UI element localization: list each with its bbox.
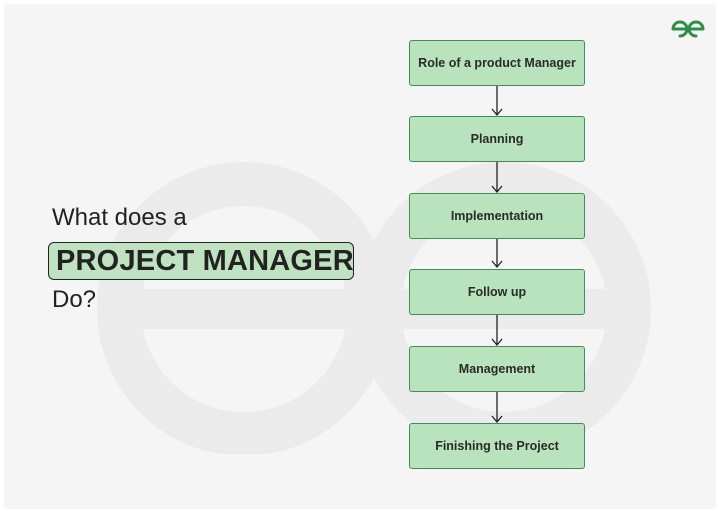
title-line-3: Do? [52,286,97,313]
step-planning: Planning [409,116,585,162]
title-highlight-box [48,242,354,280]
geeksforgeeks-logo-icon [671,20,705,38]
step-finishing-the-project: Finishing the Project [409,423,585,469]
diagram-canvas: What does a PROJECT MANAGER Do? Role of … [4,4,716,509]
step-role-of-product-manager: Role of a product Manager [409,40,585,86]
step-follow-up: Follow up [409,269,585,315]
step-implementation: Implementation [409,193,585,239]
step-management: Management [409,346,585,392]
title-line-1: What does a [52,204,187,231]
arrow-1-head [491,108,503,117]
title-highlight-text: PROJECT MANAGER [56,245,354,277]
